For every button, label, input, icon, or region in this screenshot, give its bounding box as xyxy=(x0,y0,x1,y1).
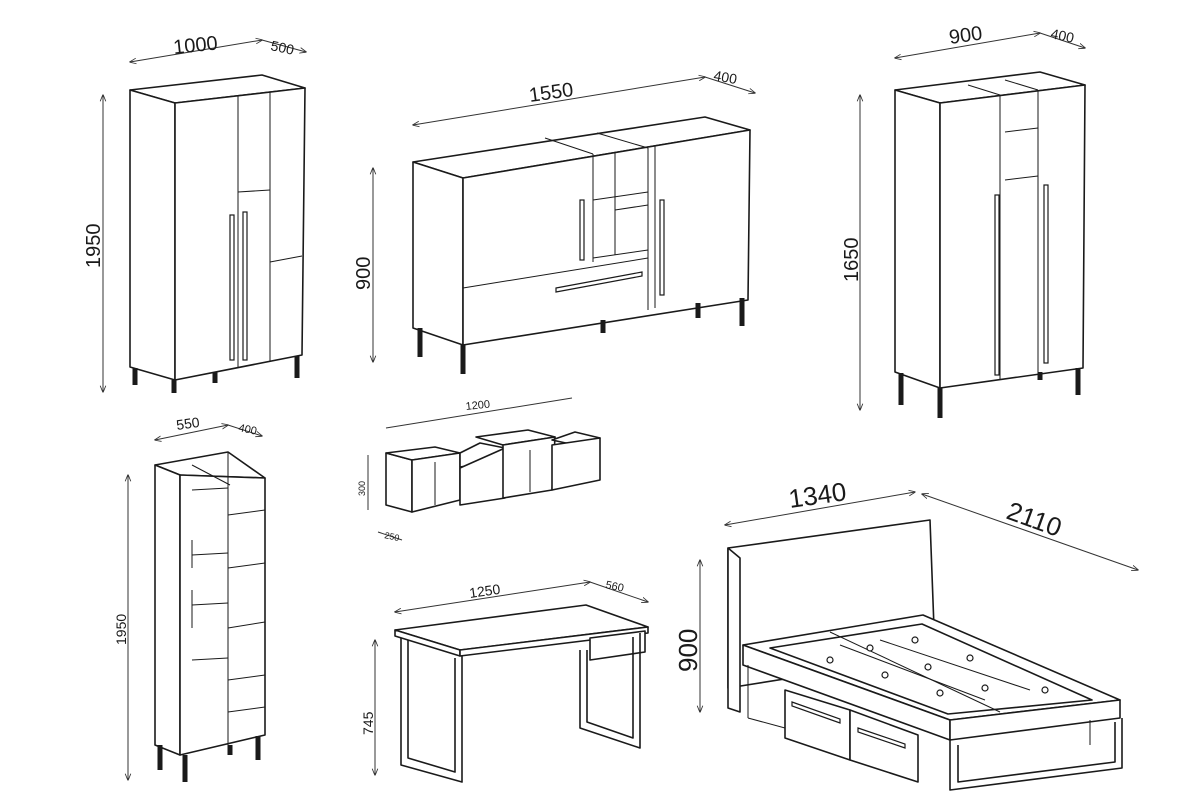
wardrobe-width-label: 1000 xyxy=(172,32,219,59)
bookcase-width-label: 550 xyxy=(175,414,201,433)
sideboard-width-label: 1550 xyxy=(528,79,575,107)
desk-drawing xyxy=(394,604,649,783)
bookcase-dimensions: 550 400 1950 xyxy=(113,414,262,780)
desk-depth-label: 560 xyxy=(604,579,624,595)
wall-shelf-width-label: 1200 xyxy=(465,398,491,412)
wall-shelf-depth-label: 250 xyxy=(384,530,401,543)
tall-cabinet-drawing xyxy=(894,71,1086,418)
wardrobe-dimensions: 1000 500 1950 xyxy=(83,32,306,392)
bed-length-label: 2110 xyxy=(1003,495,1066,542)
sideboard-depth-label: 400 xyxy=(712,67,738,87)
bookcase-drawing xyxy=(154,451,266,782)
sideboard-drawing xyxy=(412,116,751,374)
tall-cabinet-width-label: 900 xyxy=(948,23,984,49)
bookcase-depth-label: 400 xyxy=(237,422,257,438)
tall-cabinet-dimensions: 900 400 1650 xyxy=(841,23,1085,410)
wall-shelf-dimensions: 1200 300 250 xyxy=(357,397,573,543)
wall-shelf-height-label: 300 xyxy=(357,481,367,496)
desk-width-label: 1250 xyxy=(468,581,501,601)
wardrobe-depth-label: 500 xyxy=(269,37,295,58)
wardrobe-drawing xyxy=(129,74,306,393)
desk-height-label: 745 xyxy=(360,711,376,735)
bookcase-height-label: 1950 xyxy=(113,614,129,645)
desk-dimensions: 1250 560 745 xyxy=(360,579,648,775)
wall-shelf-drawing xyxy=(385,429,601,513)
tall-cabinet-height-label: 1650 xyxy=(841,238,863,283)
sideboard-height-label: 900 xyxy=(353,257,375,290)
bed-height-label: 900 xyxy=(673,629,703,672)
tall-cabinet-depth-label: 400 xyxy=(1049,25,1075,46)
bed-drawing xyxy=(727,519,1123,791)
wardrobe-height-label: 1950 xyxy=(83,224,105,269)
bed-width-label: 1340 xyxy=(787,476,848,514)
